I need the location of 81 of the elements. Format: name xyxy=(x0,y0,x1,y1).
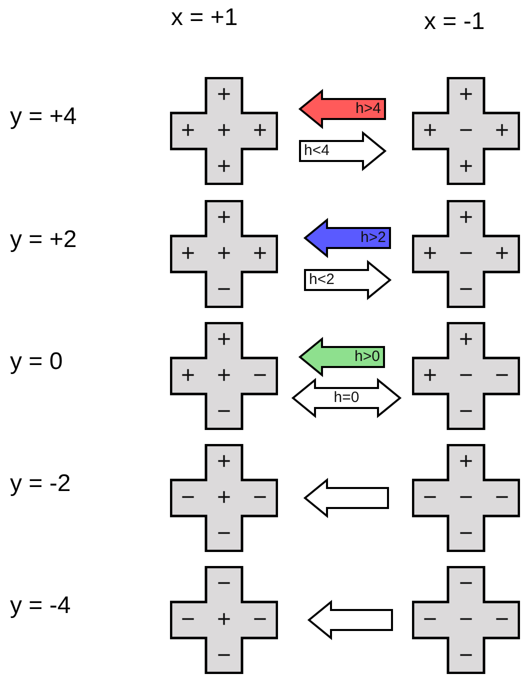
block-arrow xyxy=(291,378,402,418)
edge-label: h>4 xyxy=(354,100,381,118)
cross-shape xyxy=(170,200,278,308)
sign-label: − xyxy=(216,277,232,303)
sign-label: + xyxy=(422,241,438,267)
block-arrow xyxy=(303,478,389,518)
sign-label: + xyxy=(458,327,474,353)
edge-label: h=0 xyxy=(332,389,360,407)
sign-label: + xyxy=(252,241,268,267)
cross-shape xyxy=(412,200,520,308)
sign-label: + xyxy=(216,327,232,353)
sign-label: + xyxy=(458,82,474,108)
sign-label: − xyxy=(458,118,474,144)
sign-label: + xyxy=(216,118,232,144)
block-arrow xyxy=(298,336,385,378)
edge-label: h>2 xyxy=(360,229,386,247)
sign-label: + xyxy=(458,449,474,475)
sign-label: + xyxy=(252,118,268,144)
sign-label: − xyxy=(458,277,474,303)
cross-shape xyxy=(170,322,278,430)
column-header: x = -1 xyxy=(424,8,485,36)
sign-label: + xyxy=(494,241,510,267)
row-header: y = -2 xyxy=(10,470,71,498)
cross-shape xyxy=(170,566,278,674)
sign-label: − xyxy=(180,607,196,633)
row-header: y = 0 xyxy=(10,348,63,376)
sign-label: − xyxy=(422,485,438,511)
edge-label: h<2 xyxy=(309,271,336,289)
sign-label: − xyxy=(458,241,474,267)
sign-label: − xyxy=(494,485,510,511)
sign-label: + xyxy=(216,82,232,108)
sign-label: + xyxy=(422,118,438,144)
cross-shape xyxy=(412,77,520,185)
cross-shape xyxy=(170,77,278,185)
sign-label: + xyxy=(180,241,196,267)
row-header: y = -4 xyxy=(10,592,71,620)
sign-label: + xyxy=(458,205,474,231)
sign-label: − xyxy=(252,607,268,633)
sign-label: − xyxy=(494,607,510,633)
sign-label: − xyxy=(458,571,474,597)
sign-label: + xyxy=(180,118,196,144)
row-header: y = +2 xyxy=(10,226,77,254)
sign-label: − xyxy=(458,399,474,425)
sign-label: − xyxy=(216,399,232,425)
sign-label: + xyxy=(216,363,232,389)
sign-label: − xyxy=(180,485,196,511)
sign-label: − xyxy=(494,363,510,389)
cross-shape xyxy=(412,566,520,674)
sign-label: − xyxy=(458,521,474,547)
column-header: x = +1 xyxy=(171,4,238,32)
sign-label: + xyxy=(494,118,510,144)
sign-label: − xyxy=(422,607,438,633)
sign-label: + xyxy=(216,205,232,231)
sign-label: + xyxy=(216,607,232,633)
sign-label: + xyxy=(422,363,438,389)
sign-label: − xyxy=(252,363,268,389)
sign-label: − xyxy=(458,363,474,389)
sign-label: − xyxy=(458,643,474,669)
block-arrow xyxy=(307,600,393,640)
cross-shape xyxy=(412,444,520,552)
sign-label: + xyxy=(216,449,232,475)
block-arrow xyxy=(299,130,387,172)
cross-shape xyxy=(170,444,278,552)
block-arrow xyxy=(303,218,391,258)
sign-label: − xyxy=(216,521,232,547)
sign-label: + xyxy=(216,241,232,267)
row-header: y = +4 xyxy=(10,103,77,131)
sign-label: − xyxy=(458,607,474,633)
sign-label: − xyxy=(458,485,474,511)
cross-shape xyxy=(412,322,520,430)
sign-label: + xyxy=(180,363,196,389)
sign-label: + xyxy=(458,154,474,180)
block-arrow xyxy=(304,260,392,300)
sign-label: − xyxy=(252,485,268,511)
block-arrow xyxy=(298,88,386,130)
sign-label: + xyxy=(216,154,232,180)
edge-label: h<4 xyxy=(304,142,330,160)
sign-label: + xyxy=(216,485,232,511)
sign-label: − xyxy=(216,571,232,597)
edge-label: h>0 xyxy=(354,348,380,366)
sign-label: − xyxy=(216,643,232,669)
